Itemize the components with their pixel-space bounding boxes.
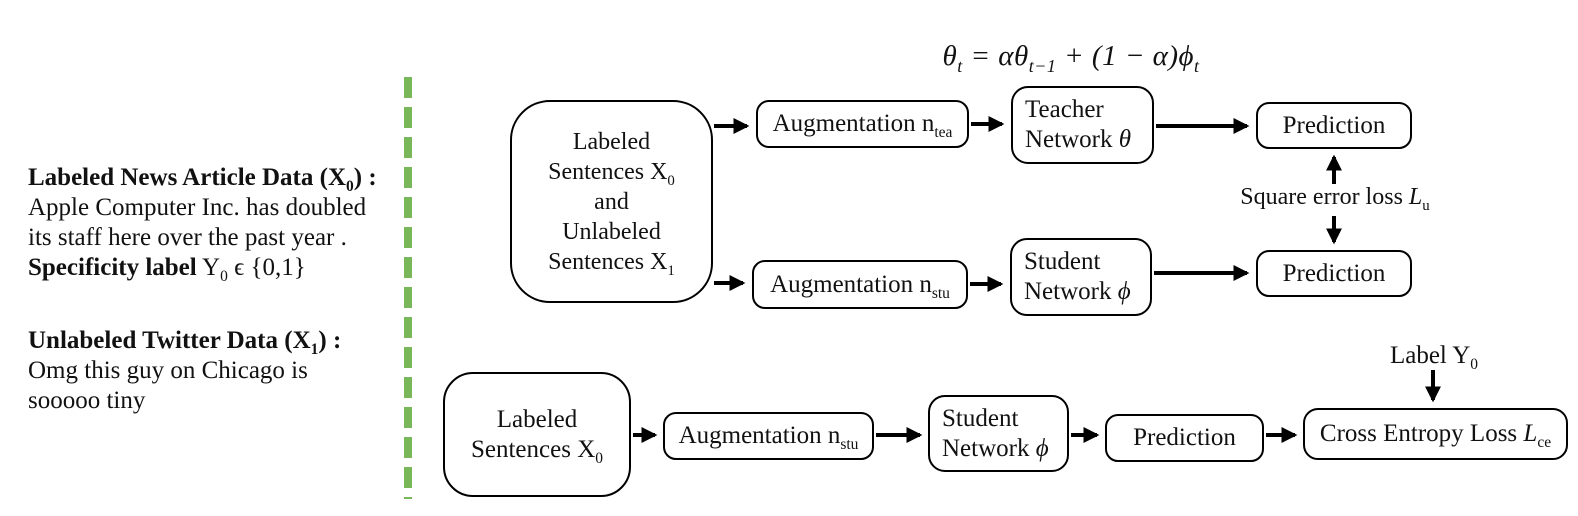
augmentation-student-box: Augmentation nstu xyxy=(752,260,968,309)
labeled-sentences-line2: Sentences X0 xyxy=(470,435,604,467)
green-dashed-divider xyxy=(404,77,412,499)
ema-update-formula: θt = αθt−1 + (1 − α)ϕt xyxy=(942,40,1200,76)
teacher-network-line1: Teacher xyxy=(1025,96,1104,123)
news-title: Labeled News Article Data (X0) : xyxy=(28,164,377,195)
prediction-teacher-box: Prediction xyxy=(1256,102,1412,149)
news-sentence-line2: its staff here over the past year . xyxy=(28,224,347,251)
twitter-sentence-line2: sooooo tiny xyxy=(28,387,146,414)
source-line-1: Labeled xyxy=(572,128,651,155)
prediction-student-box: Prediction xyxy=(1256,250,1412,297)
student-network-bottom-line2: Network ϕ xyxy=(942,434,1049,462)
source-line-4: Unlabeled xyxy=(562,218,661,245)
labeled-unlabeled-sentences-box: Labeled Sentences X0 and Unlabeled Sente… xyxy=(510,100,713,303)
labeled-sentences-box: Labeled Sentences X0 xyxy=(443,372,631,497)
student-network-bottom-box: Student Network ϕ xyxy=(928,395,1069,472)
student-network-line1: Student xyxy=(1024,248,1101,275)
cross-entropy-loss-label: Cross Entropy Loss Lce xyxy=(1319,420,1552,451)
student-network-line2: Network ϕ xyxy=(1024,278,1131,305)
twitter-sentence-line1: Omg this guy on Chicago is xyxy=(28,357,308,384)
news-example-block: Labeled News Article Data (X0) : Apple C… xyxy=(28,163,400,285)
prediction-student-label: Prediction xyxy=(1282,259,1386,287)
source-line-5: Sentences X1 xyxy=(548,248,675,279)
source-line-2: Sentences X0 xyxy=(548,158,675,189)
teacher-network-box: Teacher Network θ xyxy=(1011,86,1154,164)
augmentation-teacher-label: Augmentation ntea xyxy=(772,110,953,141)
square-error-loss-label: Square error loss Lu xyxy=(1240,184,1430,214)
news-specificity-label: Specificity label Y0 ϵ {0,1} xyxy=(28,254,306,285)
augmentation-student-label: Augmentation nstu xyxy=(770,270,950,302)
teacher-network-line2: Network θ xyxy=(1025,126,1132,153)
prediction-bottom-box: Prediction xyxy=(1105,414,1264,462)
student-network-box: Student Network ϕ xyxy=(1010,238,1152,316)
twitter-title: Unlabeled Twitter Data (X1) : xyxy=(28,327,342,358)
twitter-example-block: Unlabeled Twitter Data (X1) : Omg this g… xyxy=(28,326,400,416)
augmentation-teacher-box: Augmentation ntea xyxy=(756,100,969,148)
source-line-3: and xyxy=(594,188,629,215)
cross-entropy-loss-box: Cross Entropy Loss Lce xyxy=(1303,408,1568,460)
augmentation-bottom-label: Augmentation nstu xyxy=(678,422,859,453)
label-y0-text: Label Y0 xyxy=(1389,342,1479,373)
news-sentence-line1: Apple Computer Inc. has doubled xyxy=(28,194,367,221)
labeled-sentences-line1: Labeled xyxy=(496,405,578,433)
augmentation-bottom-box: Augmentation nstu xyxy=(663,412,874,460)
prediction-teacher-label: Prediction xyxy=(1282,111,1386,139)
prediction-bottom-label: Prediction xyxy=(1133,424,1236,451)
student-network-bottom-line1: Student xyxy=(942,404,1019,432)
